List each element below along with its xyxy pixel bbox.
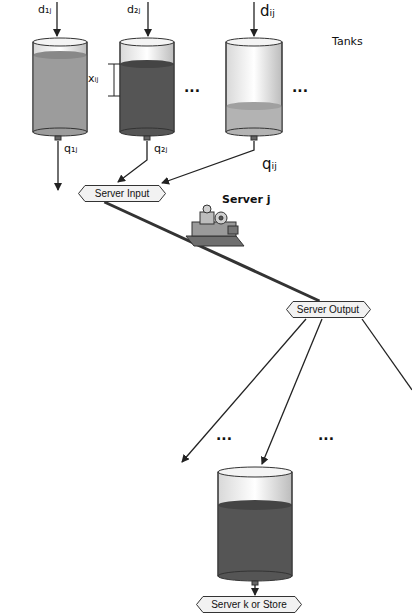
tank [120, 38, 174, 140]
server-port-box: Server Input [78, 185, 166, 202]
label-text: xᵢⱼ [88, 73, 98, 85]
label-text: d₂ⱼ [127, 4, 140, 16]
label-text: dᵢⱼ [260, 3, 275, 20]
label-text: q₁ⱼ [64, 143, 77, 155]
flow-line [104, 202, 319, 301]
node-text: Server Input [95, 188, 149, 199]
outflow-arrows [58, 141, 254, 190]
tank [218, 467, 292, 585]
node-text: Server Output [297, 304, 359, 315]
ellipsis-mark: ... [292, 80, 308, 95]
label-text: Server j [222, 194, 270, 206]
label-text: qᵢⱼ [262, 156, 277, 173]
level-bracket [108, 64, 120, 96]
label-text: q₂ⱼ [154, 143, 167, 155]
ellipsis-mark: ... [216, 428, 232, 443]
branch-lines [182, 319, 412, 464]
inflow-arrows [57, 2, 254, 36]
server-port-box: Server Output [286, 301, 371, 318]
server-port-box: Server k or Store [196, 596, 302, 613]
outflow-arrow [254, 585, 255, 595]
node-text: Server k or Store [211, 599, 287, 610]
tank [226, 38, 282, 140]
label-text: d₁ⱼ [38, 4, 51, 16]
label-text: Tanks [332, 36, 363, 48]
tank [33, 38, 87, 140]
ellipsis-mark: ... [318, 428, 334, 443]
ellipsis-mark: ... [184, 80, 200, 95]
